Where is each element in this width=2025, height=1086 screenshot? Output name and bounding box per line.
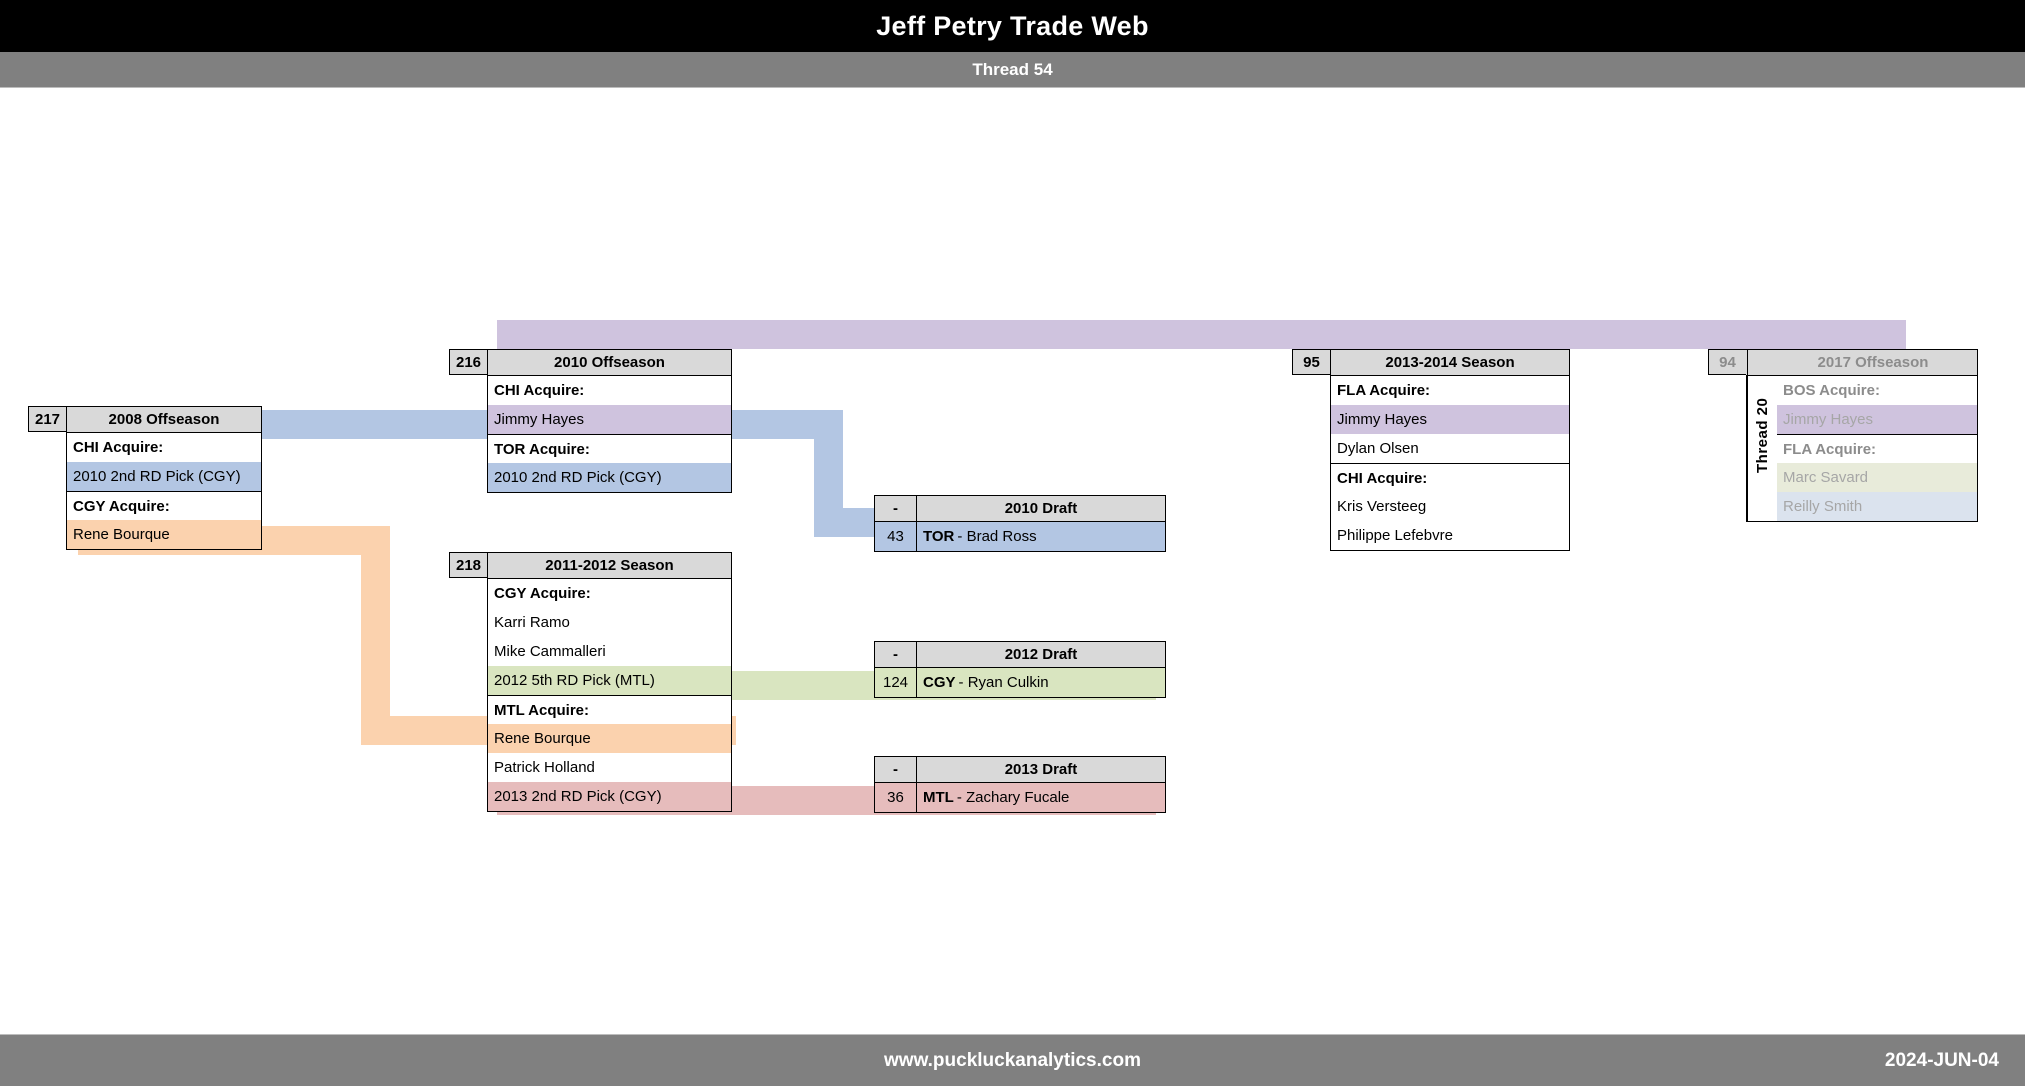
draft-2012-head: - 2012 Draft xyxy=(875,642,1165,668)
node-218-body: 2011-2012 Season CGY Acquire: Karri Ramo… xyxy=(487,552,732,812)
draft-2012-player: Ryan Culkin xyxy=(967,674,1049,691)
node-217[interactable]: 217 2008 Offseason CHI Acquire: 2010 2nd… xyxy=(28,406,262,550)
node-217-id: 217 xyxy=(28,406,66,432)
draft-2012-team: CGY xyxy=(923,674,956,691)
node-95-row-3: CHI Acquire: xyxy=(1331,463,1569,492)
node-216[interactable]: 216 2010 Offseason CHI Acquire: Jimmy Ha… xyxy=(449,349,732,493)
draft-2010-player: Brad Ross xyxy=(966,528,1037,545)
draft-2013-team: MTL xyxy=(923,789,954,806)
draft-2012-pick: 124 xyxy=(875,668,917,697)
node-94[interactable]: 94 Thread 20 2017 Offseason BOS Acquire:… xyxy=(1708,349,1978,522)
node-217-row-0: CHI Acquire: xyxy=(73,439,164,456)
draft-2013-sep: - xyxy=(956,789,962,806)
diagram-canvas: 217 2008 Offseason CHI Acquire: 2010 2nd… xyxy=(0,87,2025,1035)
node-218-id: 218 xyxy=(449,552,487,578)
footer-date: 2024-JUN-04 xyxy=(1884,1049,1999,1071)
node-217-body: 2008 Offseason CHI Acquire: 2010 2nd RD … xyxy=(66,406,262,550)
ribbon-rene-bourque-orange-v xyxy=(361,526,390,745)
node-95-row-0: FLA Acquire: xyxy=(1337,382,1431,399)
draft-box-2012[interactable]: - 2012 Draft 124 CGY - Ryan Culkin xyxy=(874,641,1166,698)
node-217-idcol: 217 xyxy=(28,406,66,432)
draft-2012-row: 124 CGY - Ryan Culkin xyxy=(875,668,1165,697)
node-95-title: 2013-2014 Season xyxy=(1331,350,1569,376)
node-95-body: 2013-2014 Season FLA Acquire: Jimmy Haye… xyxy=(1330,349,1570,551)
node-95-id: 95 xyxy=(1292,349,1330,375)
node-216-row-0: CHI Acquire: xyxy=(494,382,585,399)
node-218-idcol: 218 xyxy=(449,552,487,578)
node-95[interactable]: 95 2013-2014 Season FLA Acquire: Jimmy H… xyxy=(1292,349,1570,551)
draft-2010-row: 43 TOR - Brad Ross xyxy=(875,522,1165,551)
node-94-row-3: Marc Savard xyxy=(1777,463,1977,492)
node-94-row-2: FLA Acquire: xyxy=(1777,434,1977,463)
draft-2010-head: - 2010 Draft xyxy=(875,496,1165,522)
node-95-idcol: 95 xyxy=(1292,349,1330,375)
node-218-row-2: Mike Cammalleri xyxy=(494,643,606,660)
thread-subtitle: Thread 54 xyxy=(0,52,2025,87)
draft-2012-sep: - xyxy=(958,674,964,691)
draft-2012-label: 2012 Draft xyxy=(1004,646,1078,663)
draft-2010-pick: 43 xyxy=(875,522,917,551)
node-95-row-1: Jimmy Hayes xyxy=(1331,405,1569,434)
node-94-id: 94 xyxy=(1708,349,1746,375)
node-218-row-4: MTL Acquire: xyxy=(488,695,731,724)
node-217-title: 2008 Offseason xyxy=(67,407,261,433)
draft-2013-pick: 36 xyxy=(875,783,917,812)
node-95-row-5: Philippe Lefebvre xyxy=(1337,527,1453,544)
node-218-row-6: Patrick Holland xyxy=(494,759,595,776)
node-218[interactable]: 218 2011-2012 Season CGY Acquire: Karri … xyxy=(449,552,732,812)
draft-2010-team: TOR xyxy=(923,528,955,545)
node-94-thread-label[interactable]: Thread 20 xyxy=(1747,350,1777,521)
node-217-row-3: Rene Bourque xyxy=(67,520,261,549)
draft-2012-head-pick: - xyxy=(875,642,917,667)
page-title: Jeff Petry Trade Web xyxy=(0,0,2025,52)
node-216-body: 2010 Offseason CHI Acquire: Jimmy Hayes … xyxy=(487,349,732,493)
node-216-title: 2010 Offseason xyxy=(488,350,731,376)
node-94-idcol: 94 xyxy=(1708,349,1746,375)
footer-website[interactable]: www.puckluckanalytics.com xyxy=(884,1049,1141,1071)
draft-2013-head: - 2013 Draft xyxy=(875,757,1165,783)
node-95-row-2: Dylan Olsen xyxy=(1337,440,1419,457)
node-218-row-7: 2013 2nd RD Pick (CGY) xyxy=(488,782,731,811)
draft-2013-player: Zachary Fucale xyxy=(966,789,1070,806)
node-94-row-1: Jimmy Hayes xyxy=(1777,405,1977,434)
draft-box-2013[interactable]: - 2013 Draft 36 MTL - Zachary Fucale xyxy=(874,756,1166,813)
node-216-id: 216 xyxy=(449,349,487,375)
draft-2013-label: 2013 Draft xyxy=(1004,761,1078,778)
footer-bar: www.puckluckanalytics.com 2024-JUN-04 xyxy=(0,1035,2025,1086)
node-218-title: 2011-2012 Season xyxy=(488,553,731,579)
node-218-row-3: 2012 5th RD Pick (MTL) xyxy=(488,666,731,695)
node-95-row-4: Kris Versteeg xyxy=(1337,498,1427,515)
node-218-row-0: CGY Acquire: xyxy=(494,585,591,602)
node-217-row-2: CGY Acquire: xyxy=(67,491,261,520)
draft-2013-row: 36 MTL - Zachary Fucale xyxy=(875,783,1165,812)
node-94-rows: 2017 Offseason BOS Acquire: Jimmy Hayes … xyxy=(1746,350,1977,521)
node-218-row-1: Karri Ramo xyxy=(494,614,570,631)
node-94-body: Thread 20 2017 Offseason BOS Acquire: Ji… xyxy=(1746,349,1978,522)
ribbon-jimmy-hayes-purple xyxy=(497,320,1906,349)
draft-box-2010[interactable]: - 2010 Draft 43 TOR - Brad Ross xyxy=(874,495,1166,552)
draft-2010-label: 2010 Draft xyxy=(1004,500,1078,517)
node-218-row-5: Rene Bourque xyxy=(488,724,731,753)
draft-2010-sep: - xyxy=(957,528,963,545)
draft-2013-selection: MTL - Zachary Fucale xyxy=(917,783,1165,812)
node-94-row-0: BOS Acquire: xyxy=(1783,382,1880,399)
draft-2012-selection: CGY - Ryan Culkin xyxy=(917,668,1165,697)
node-216-idcol: 216 xyxy=(449,349,487,375)
node-216-row-1: Jimmy Hayes xyxy=(488,405,731,434)
node-217-row-1: 2010 2nd RD Pick (CGY) xyxy=(67,462,261,491)
node-94-row-4: Reilly Smith xyxy=(1777,492,1977,521)
draft-2010-head-pick: - xyxy=(875,496,917,521)
draft-2013-head-pick: - xyxy=(875,757,917,782)
draft-2010-selection: TOR - Brad Ross xyxy=(917,522,1165,551)
node-94-title: 2017 Offseason xyxy=(1746,350,1977,376)
node-216-row-3: 2010 2nd RD Pick (CGY) xyxy=(488,463,731,492)
node-216-row-2: TOR Acquire: xyxy=(488,434,731,463)
